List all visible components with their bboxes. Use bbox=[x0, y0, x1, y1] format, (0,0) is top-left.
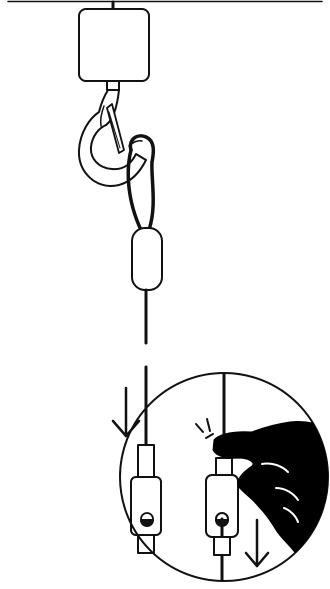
detail-view bbox=[119, 372, 329, 582]
cable-stop-icon bbox=[205, 457, 239, 581]
wire-loop-icon bbox=[126, 134, 156, 232]
pressing-hand-icon bbox=[212, 421, 328, 561]
hoist-block-icon bbox=[78, 8, 150, 82]
cable-stop-icon bbox=[130, 444, 162, 554]
arrow-down-icon bbox=[111, 386, 141, 438]
arrow-down-icon bbox=[244, 518, 270, 568]
press-indicator-icon bbox=[195, 418, 214, 439]
crane-hook-icon bbox=[77, 80, 147, 187]
cable-ferrule-icon bbox=[131, 227, 163, 291]
